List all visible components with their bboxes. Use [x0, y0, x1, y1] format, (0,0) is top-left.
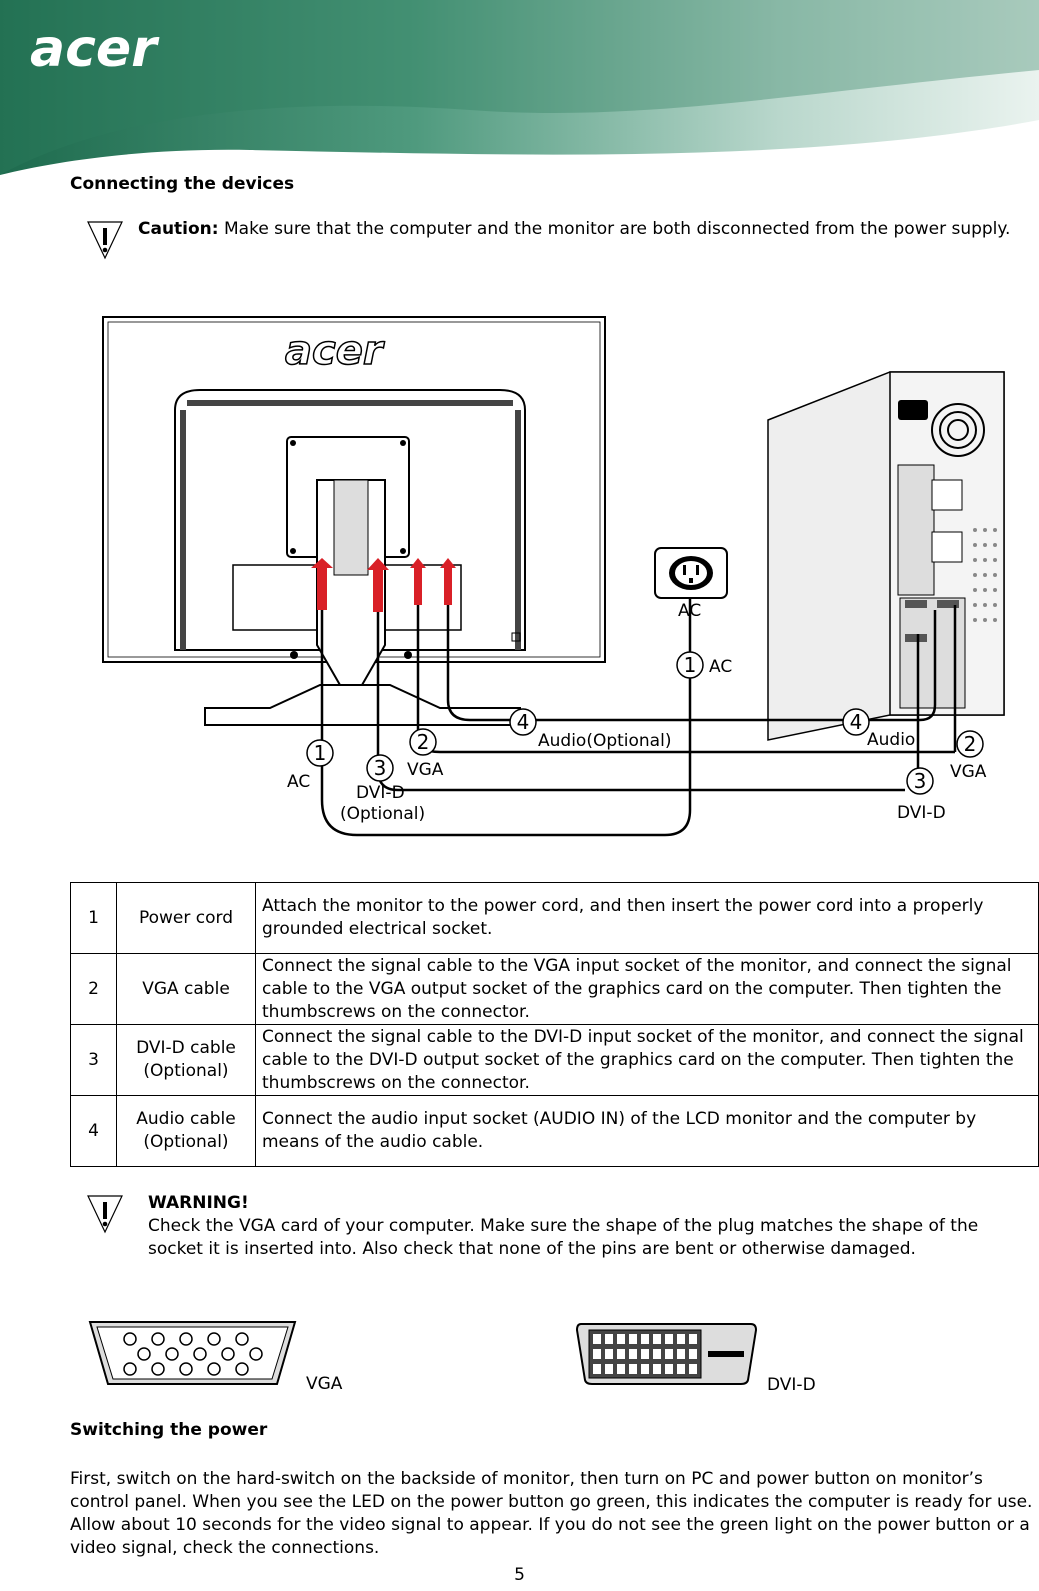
page-number: 5: [514, 1565, 525, 1585]
monitor-illustration: acer: [102, 316, 606, 726]
row-cable-name: Audio cable (Optional): [116, 1095, 256, 1167]
connection-diagram: acer AC: [102, 316, 1005, 837]
label-ac-right: AC: [709, 657, 732, 677]
caution-body: Make sure that the computer and the moni…: [224, 219, 1011, 239]
marker-2-left: 2: [417, 730, 430, 754]
marker-3-left: 3: [374, 756, 387, 780]
marker-1-left: 1: [314, 741, 327, 765]
label-ac-left: AC: [287, 772, 310, 792]
row-description: Connect the signal cable to the VGA inpu…: [255, 953, 1039, 1025]
marker-4-left: 4: [517, 710, 530, 734]
power-outlet: [654, 547, 728, 599]
cables: [320, 598, 957, 837]
number-markers: 1 3 2 4 1 4 2 3: [306, 651, 984, 795]
brand-logo: acer: [30, 19, 160, 79]
caution-label: Caution:: [138, 219, 219, 239]
label-audio-optional: Audio(Optional): [538, 731, 671, 751]
vga-label: VGA: [306, 1374, 343, 1394]
marker-3-right: 3: [914, 769, 927, 793]
warning-icon: [87, 1195, 123, 1234]
warning-title: WARNING!: [148, 1193, 249, 1213]
table-row: 3 DVI-D cable (Optional) Connect the sig…: [70, 1024, 1039, 1096]
computer-illustration: [767, 371, 1005, 741]
row-number: 1: [70, 882, 117, 954]
label-dvi-left: DVI-D: [356, 783, 405, 803]
row-number: 3: [70, 1024, 117, 1096]
label-vga-left: VGA: [407, 760, 444, 780]
header-banner: acer: [0, 0, 1039, 175]
dvi-label: DVI-D: [767, 1375, 816, 1395]
row-cable-name: Power cord: [116, 882, 256, 954]
row-description: Connect the audio input socket (AUDIO IN…: [255, 1095, 1039, 1167]
connection-arrows: [311, 558, 456, 612]
cable-table: 1 Power cord Attach the monitor to the p…: [70, 882, 1039, 1167]
row-cable-name: DVI-D cable (Optional): [116, 1024, 256, 1096]
row-description: Attach the monitor to the power cord, an…: [255, 882, 1039, 954]
label-audio-right: Audio: [867, 730, 915, 750]
monitor-logo: acer: [285, 328, 385, 374]
marker-1-right: 1: [684, 653, 697, 677]
dvi-connector-icon: [575, 1323, 758, 1385]
label-vga-right: VGA: [950, 762, 987, 782]
section-title-switching: Switching the power: [70, 1420, 268, 1440]
row-cable-name: VGA cable: [116, 953, 256, 1025]
table-row: 1 Power cord Attach the monitor to the p…: [70, 882, 1039, 954]
caution-text: Caution: Make sure that the computer and…: [138, 218, 1028, 241]
row-number: 4: [70, 1095, 117, 1167]
label-dvi-left-optional: (Optional): [340, 804, 425, 824]
label-dvi-right: DVI-D: [897, 803, 946, 823]
table-row: 4 Audio cable (Optional) Connect the aud…: [70, 1095, 1039, 1167]
row-number: 2: [70, 953, 117, 1025]
switching-paragraph: First, switch on the hard-switch on the …: [70, 1469, 1033, 1558]
caution-icon: [87, 221, 123, 260]
section-title-connecting: Connecting the devices: [70, 174, 295, 194]
table-row: 2 VGA cable Connect the signal cable to …: [70, 953, 1039, 1025]
marker-2-right: 2: [964, 732, 977, 756]
row-description: Connect the signal cable to the DVI-D in…: [255, 1024, 1039, 1096]
vga-connector-icon: [88, 1321, 297, 1385]
marker-4-right: 4: [850, 710, 863, 734]
warning-text: Check the VGA card of your computer. Mak…: [148, 1216, 979, 1259]
